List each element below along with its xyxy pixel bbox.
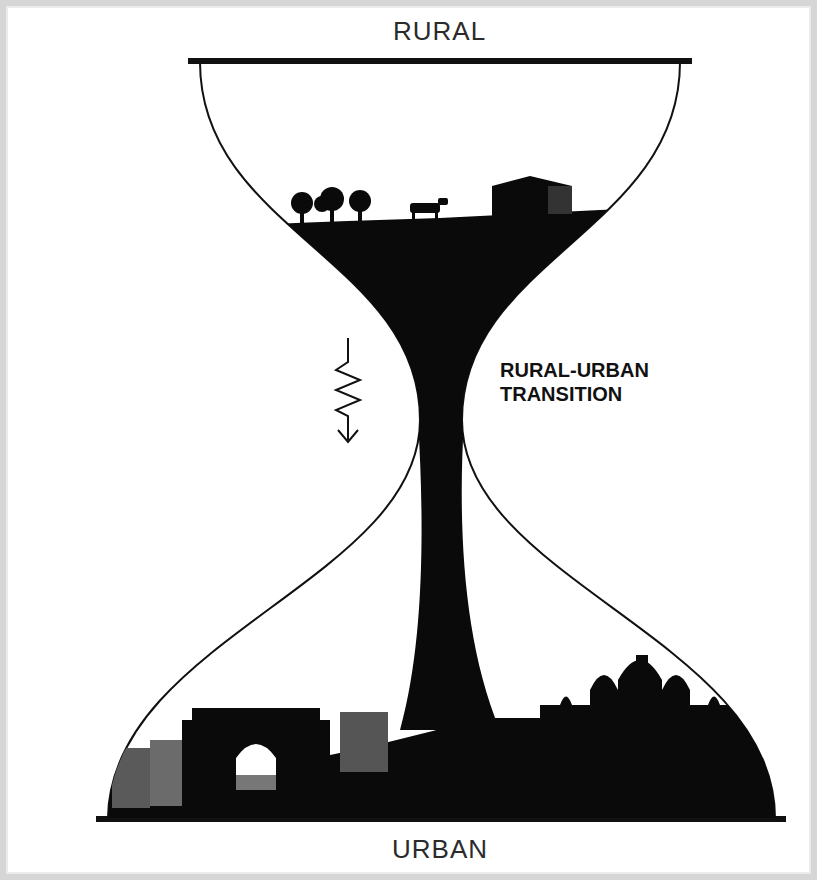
cow [410, 198, 448, 220]
rural-heading: RURAL [393, 16, 486, 47]
gate-monument [182, 708, 330, 800]
rural-land [150, 205, 720, 440]
building [340, 712, 388, 772]
transition-label: RURAL-URBAN TRANSITION [500, 358, 675, 406]
trees [291, 187, 371, 224]
barn [492, 176, 572, 216]
building [236, 775, 276, 790]
building [150, 740, 182, 806]
glass-outline [108, 62, 420, 818]
transition-arrow [336, 338, 360, 442]
urban-heading: URBAN [392, 834, 488, 865]
glass-outline [462, 62, 775, 818]
barn-side [548, 186, 572, 214]
top-bar [188, 58, 692, 64]
building [112, 748, 150, 808]
dome-tip [636, 655, 648, 665]
domed-building [540, 660, 740, 740]
gate-arch [236, 744, 276, 790]
stream [400, 420, 500, 730]
